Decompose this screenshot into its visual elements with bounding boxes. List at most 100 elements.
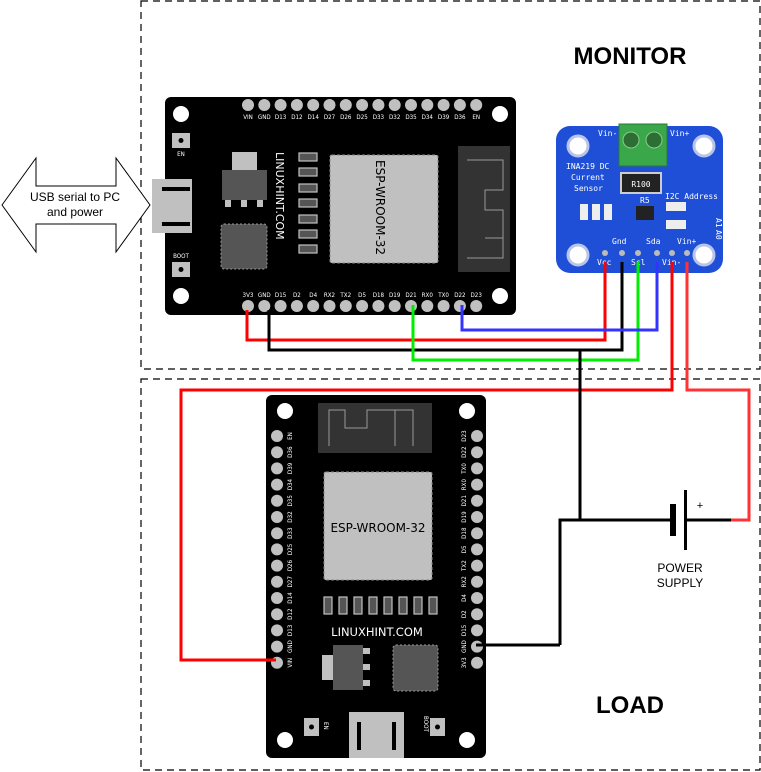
battery-negative-plate [670, 504, 676, 536]
sda-pin-label: Sda [646, 237, 661, 246]
pin-label: D22 [454, 292, 465, 299]
pin-pad [471, 592, 483, 604]
pin-d36: D36 [453, 99, 466, 121]
pin-d32: D32 [388, 99, 401, 121]
pin-d35: D35 [271, 495, 294, 507]
pin-pad [271, 478, 283, 491]
vin-plus-pin-label: Vin+ [677, 237, 696, 246]
pin-label: D14 [308, 114, 320, 121]
pin-d25: D25 [271, 543, 294, 556]
pin-pad [323, 300, 336, 312]
pin-rx0: RX0 [461, 479, 483, 491]
pin-3v3: 3V3 [461, 656, 483, 669]
load-esp32-board: ESP-WROOM-32 LINUXHINT.COM EN BOOT END36… [266, 395, 486, 758]
pin-pad [271, 494, 283, 507]
power-supply-label-2: SUPPLY [657, 576, 703, 590]
wire-supply-negative [558, 518, 670, 645]
pin-tx2: TX2 [461, 559, 483, 572]
mount-hole [492, 106, 508, 122]
pin-label: GND [287, 640, 294, 653]
pin-gnd: GND [271, 640, 294, 653]
pin-pad [421, 99, 434, 111]
pin-label: RX2 [461, 576, 468, 587]
pin-label: D36 [454, 114, 466, 121]
pin-pad [453, 99, 466, 111]
pin-pad [471, 511, 483, 523]
pin-d2: D2 [290, 292, 303, 312]
mount-hole [173, 106, 189, 122]
shunt-resistor [620, 172, 662, 194]
pin-pad [271, 559, 283, 572]
pin-label: 3V3 [243, 292, 254, 299]
pin-tx0: TX0 [437, 292, 450, 312]
pin-pad [471, 462, 483, 475]
pin-gnd: GND [258, 99, 271, 121]
pin-pad [271, 608, 283, 621]
pin-d26: D26 [339, 99, 352, 121]
pin-label: D36 [287, 446, 294, 458]
pin-pad [471, 640, 483, 653]
pin-d19: D19 [461, 511, 483, 523]
pin-pad [271, 624, 283, 637]
pin-pad [471, 608, 483, 621]
pin-label: D33 [373, 114, 385, 121]
wire-sda [460, 262, 659, 332]
pin-pad [405, 300, 417, 312]
pin-d2: D2 [461, 608, 483, 621]
pin-pad [356, 99, 369, 111]
shunt-label: R100 [631, 180, 650, 189]
pin-pad [470, 99, 483, 111]
pin-label: D5 [461, 545, 468, 553]
mount-hole [459, 732, 475, 748]
mount-hole [277, 732, 293, 748]
a0-label: A0 [714, 230, 723, 240]
usb-arrow-label-line2: and power [47, 205, 103, 219]
pin-pad [290, 300, 303, 312]
wire-vin-minus-to-load-vin [179, 262, 674, 662]
gnd-pin-label: Gnd [612, 237, 627, 246]
voltage-regulator [222, 170, 267, 200]
load-title: LOAD [596, 692, 664, 719]
pin-pad [271, 511, 283, 523]
i2c-address-label: I2C Address [665, 192, 718, 201]
pin-d22: D22 [461, 446, 483, 459]
pin-3v3: 3V3 [242, 292, 254, 312]
pin-label: D23 [471, 292, 483, 299]
pin-d12: D12 [290, 99, 303, 121]
ina219-chip [636, 206, 654, 220]
pin-pad [271, 446, 283, 459]
pin-d27: D27 [271, 576, 294, 588]
pin-pad [372, 300, 385, 312]
pin-label: D25 [287, 543, 294, 555]
en-label: EN [177, 151, 185, 158]
pin-label: D33 [287, 527, 294, 539]
pin-label: D4 [461, 594, 468, 602]
smd-components [298, 152, 318, 254]
pin-d15: D15 [274, 292, 287, 312]
pin-pad [339, 300, 352, 312]
pin-label: D19 [461, 511, 468, 523]
pin-label: D12 [291, 114, 302, 121]
pin-d23: D23 [470, 292, 482, 312]
pin-label: TX0 [437, 292, 449, 299]
pin-pad [437, 99, 450, 111]
pin-label: D15 [275, 292, 287, 299]
usb-double-arrow: USB serial to PC and power [1, 156, 151, 254]
smd-components [323, 596, 438, 615]
pin-pad [258, 300, 271, 312]
monitor-title: MONITOR [574, 43, 687, 70]
pin-tx2: TX2 [339, 292, 352, 312]
pin-d36: D36 [271, 446, 294, 459]
pin-label: D5 [358, 292, 366, 299]
pin-pad [421, 300, 434, 312]
pin-d35: D35 [405, 99, 417, 121]
pin-pad [271, 430, 283, 442]
pin-label: D22 [461, 447, 468, 458]
pin-d4: D4 [307, 292, 320, 312]
pin-d34: D34 [421, 99, 433, 121]
pin-label: VIN [243, 114, 253, 121]
pin-pad [437, 300, 450, 312]
pin-label: D18 [461, 527, 468, 539]
pin-pad [323, 99, 336, 111]
monitor-section-boundary [140, 0, 761, 370]
